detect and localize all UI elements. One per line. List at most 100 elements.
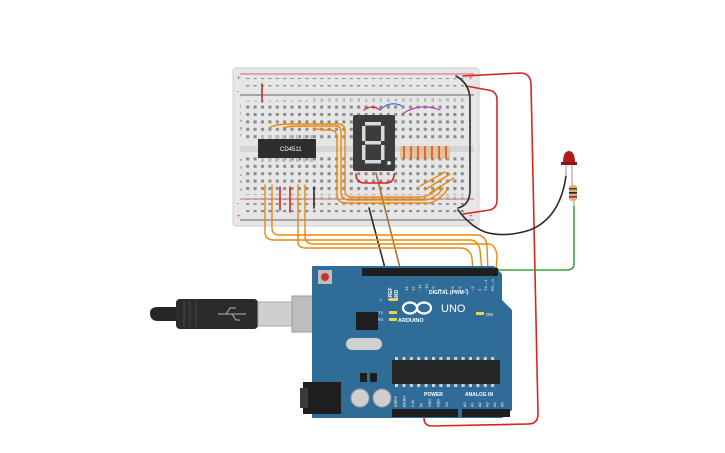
row-letter: f [240, 133, 242, 138]
atmega-chip [392, 360, 500, 384]
wire-orange-d [304, 184, 498, 273]
digital-pin-label: ~3 [470, 286, 475, 291]
chip-leg [476, 384, 480, 387]
chip-leg [402, 384, 406, 387]
column-number: 11 [320, 196, 324, 200]
column-number: 13 [335, 98, 339, 102]
usb-cable[interactable] [150, 295, 341, 333]
chip-leg [424, 384, 428, 387]
analog-pin-label: A1 [471, 402, 475, 407]
led-resistor[interactable] [569, 179, 577, 207]
column-number: 4 [268, 100, 272, 102]
digital-header[interactable] [362, 268, 498, 276]
chip-leg [446, 357, 450, 360]
seven-segment-display[interactable] [353, 115, 395, 171]
reset-button[interactable] [318, 270, 332, 284]
power-header[interactable] [392, 409, 458, 417]
chip-leg [461, 384, 465, 387]
row-letter: h [240, 118, 242, 123]
crystal [346, 338, 382, 350]
led-tx [389, 311, 397, 314]
usb-chip [356, 312, 378, 330]
chip-leg [454, 357, 458, 360]
red-led[interactable] [561, 151, 577, 182]
wire-orange-b [271, 184, 489, 273]
chip-leg [469, 384, 472, 387]
column-number: 14 [342, 98, 346, 102]
rail-minus-top: - [237, 89, 239, 95]
rail-plus-bottom-right: + [469, 214, 473, 220]
wire-red-rail-top [423, 72, 539, 427]
column-number: 18 [372, 196, 376, 200]
column-number: 15 [350, 98, 354, 102]
ic-label: CD4511 [280, 147, 302, 153]
column-number: 3 [261, 198, 265, 200]
column-number: 7 [290, 100, 294, 102]
digital-pin-label: ~9 [430, 286, 435, 291]
rail-plus-top: + [237, 76, 241, 82]
column-number: 24 [416, 196, 420, 200]
column-number: 30 [461, 196, 465, 200]
analog-header-label: ANALOG IN [465, 392, 493, 398]
column-number: 8 [298, 198, 302, 200]
chip-leg [417, 357, 421, 360]
model-label: UNO [441, 303, 466, 315]
column-number: 4 [268, 198, 272, 200]
column-number: 2 [253, 100, 257, 102]
led-l-label: L [380, 297, 383, 302]
row-letter: j [239, 103, 241, 108]
column-number: 20 [387, 196, 391, 200]
column-number: 22 [401, 98, 405, 102]
wire-orange-bus-4 [419, 171, 455, 194]
wire-orange-c [297, 184, 474, 273]
analog-header[interactable] [462, 409, 510, 417]
column-number: 11 [320, 98, 324, 102]
column-number: 28 [446, 196, 450, 200]
aref-label: AREF [388, 287, 394, 301]
column-number: 6 [283, 198, 287, 200]
wires[interactable] [261, 72, 575, 427]
chip-leg [439, 357, 443, 360]
ic-cd4511[interactable]: CD4511 [258, 135, 316, 162]
chip-leg [491, 357, 495, 360]
power-pin-label: GND [428, 399, 432, 407]
column-number: 9 [305, 198, 309, 200]
power-pin-label: Vin [445, 402, 449, 407]
brand-label: ARDUINO [398, 318, 424, 324]
column-number: 24 [416, 98, 420, 102]
chip-leg [469, 357, 472, 360]
power-pin-label: IOREF [394, 395, 398, 407]
column-number: 1 [246, 100, 250, 102]
chip-leg [424, 357, 428, 360]
wire-orange-bus-3 [313, 127, 448, 204]
digital-pin-label: 2 [477, 288, 482, 291]
row-letter: c [240, 172, 242, 177]
power-pin-label: 3.3V [411, 399, 415, 407]
power-jack[interactable] [303, 382, 341, 414]
column-number: 6 [283, 100, 287, 102]
column-number: 23 [409, 98, 413, 102]
column-number: 18 [372, 98, 376, 102]
chip-leg [454, 384, 458, 387]
on-label: ON [486, 312, 493, 317]
led-rx-label: RX [378, 317, 384, 322]
column-number: 30 [461, 98, 465, 102]
chip-leg [402, 357, 406, 360]
arduino-logo-icon [401, 301, 433, 315]
column-number: 7 [290, 198, 294, 200]
capacitor-1 [350, 388, 370, 408]
led-l [389, 298, 397, 301]
column-number: 21 [394, 196, 398, 200]
column-number: 20 [387, 98, 391, 102]
digital-pin-label: ~5 [457, 286, 462, 291]
column-number: 8 [298, 100, 302, 102]
column-number: 26 [431, 98, 435, 102]
resistor-array[interactable] [400, 146, 450, 159]
row-letter: j [468, 103, 470, 108]
column-number: 19 [379, 196, 383, 200]
